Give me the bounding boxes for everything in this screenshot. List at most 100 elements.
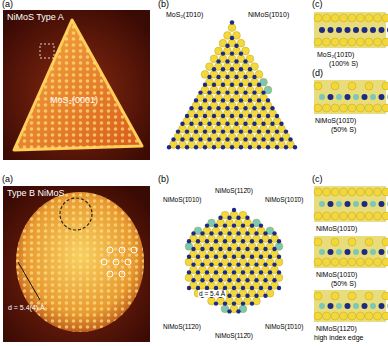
- atom: [203, 129, 207, 133]
- atom: [203, 114, 207, 118]
- atom: [268, 255, 272, 259]
- caption-label: (50% S): [331, 126, 356, 134]
- atom: [225, 137, 229, 141]
- atom: [227, 247, 231, 251]
- atom: [200, 278, 204, 282]
- atom: [272, 247, 276, 251]
- atom: [374, 212, 382, 220]
- atom: [230, 51, 234, 55]
- atom: [239, 114, 243, 118]
- atom: [252, 90, 256, 94]
- atom: [270, 122, 274, 126]
- atom: [252, 137, 256, 141]
- atom: [348, 38, 356, 46]
- atom: [323, 188, 331, 196]
- atom: [191, 278, 195, 282]
- atom: [198, 106, 202, 110]
- atom: [362, 201, 368, 207]
- atom: [212, 129, 216, 133]
- atom: [379, 27, 385, 33]
- atom: [331, 188, 339, 196]
- atom: [225, 90, 229, 94]
- atom: [248, 98, 252, 102]
- atom: [259, 239, 263, 243]
- atom: [250, 286, 254, 290]
- panel-letter: (b): [158, 175, 169, 185]
- atom: [382, 14, 388, 22]
- atom: [225, 59, 229, 63]
- atom: [250, 301, 254, 305]
- atom: [261, 137, 265, 141]
- atom: [268, 286, 272, 290]
- atom: [194, 145, 198, 149]
- atom: [223, 223, 227, 227]
- atom: [284, 145, 288, 149]
- atom: [379, 94, 385, 100]
- panel-letter: (c): [312, 175, 323, 185]
- atom: [236, 294, 240, 298]
- atom: [207, 122, 211, 126]
- atom: [319, 201, 325, 207]
- atom: [268, 270, 272, 274]
- atom: [243, 75, 247, 79]
- atom: [357, 258, 365, 266]
- atom: [196, 270, 200, 274]
- atom: [241, 270, 245, 274]
- dashed-circle: [60, 198, 92, 230]
- stm-image: [3, 186, 150, 342]
- panel-letter: (a): [2, 175, 13, 185]
- atom: [234, 137, 238, 141]
- caption-label: d = 5.4(4) Å: [8, 304, 45, 312]
- atom: [236, 247, 240, 251]
- atom: [259, 223, 263, 227]
- atom: [268, 239, 272, 243]
- atom: [227, 278, 231, 282]
- atom: [185, 129, 189, 133]
- atom: [275, 114, 279, 118]
- atom: [200, 231, 204, 235]
- atom: [382, 258, 388, 266]
- atom: [266, 114, 270, 118]
- atom: [328, 249, 334, 255]
- atom: [250, 223, 254, 227]
- caption-label: NiMoS(11̄20): [162, 323, 202, 330]
- atom: [275, 145, 279, 149]
- atom: [245, 294, 249, 298]
- atom: [245, 262, 249, 266]
- atom: [314, 82, 322, 90]
- atom: [207, 137, 211, 141]
- atom: [214, 239, 218, 243]
- edge-view-ground: [314, 236, 386, 268]
- atom: [252, 106, 256, 110]
- atom: [314, 38, 322, 46]
- atom: [254, 294, 258, 298]
- atom: [212, 67, 216, 71]
- atom: [362, 94, 368, 100]
- atom: [382, 292, 388, 300]
- atom: [374, 258, 382, 266]
- atom: [200, 262, 204, 266]
- atom: [243, 90, 247, 94]
- atom: [214, 223, 218, 227]
- atom: [187, 255, 191, 259]
- atom: [353, 94, 359, 100]
- atom: [252, 75, 256, 79]
- atom: [232, 239, 236, 243]
- caption-label: NiMoS(112̄0): [214, 332, 254, 339]
- atom: [272, 278, 276, 282]
- atom: [167, 145, 171, 149]
- atom: [277, 239, 281, 243]
- atom: [205, 239, 209, 243]
- atom: [232, 208, 236, 212]
- atom: [250, 255, 254, 259]
- atom: [194, 98, 198, 102]
- atom: [340, 312, 348, 320]
- atom: [340, 212, 348, 220]
- atom: [221, 67, 225, 71]
- atom: [270, 137, 274, 141]
- atom: [218, 216, 222, 220]
- atom: [225, 106, 229, 110]
- caption-label: NiMoS Type A: [7, 13, 64, 23]
- atom: [234, 106, 238, 110]
- atom: [263, 231, 267, 235]
